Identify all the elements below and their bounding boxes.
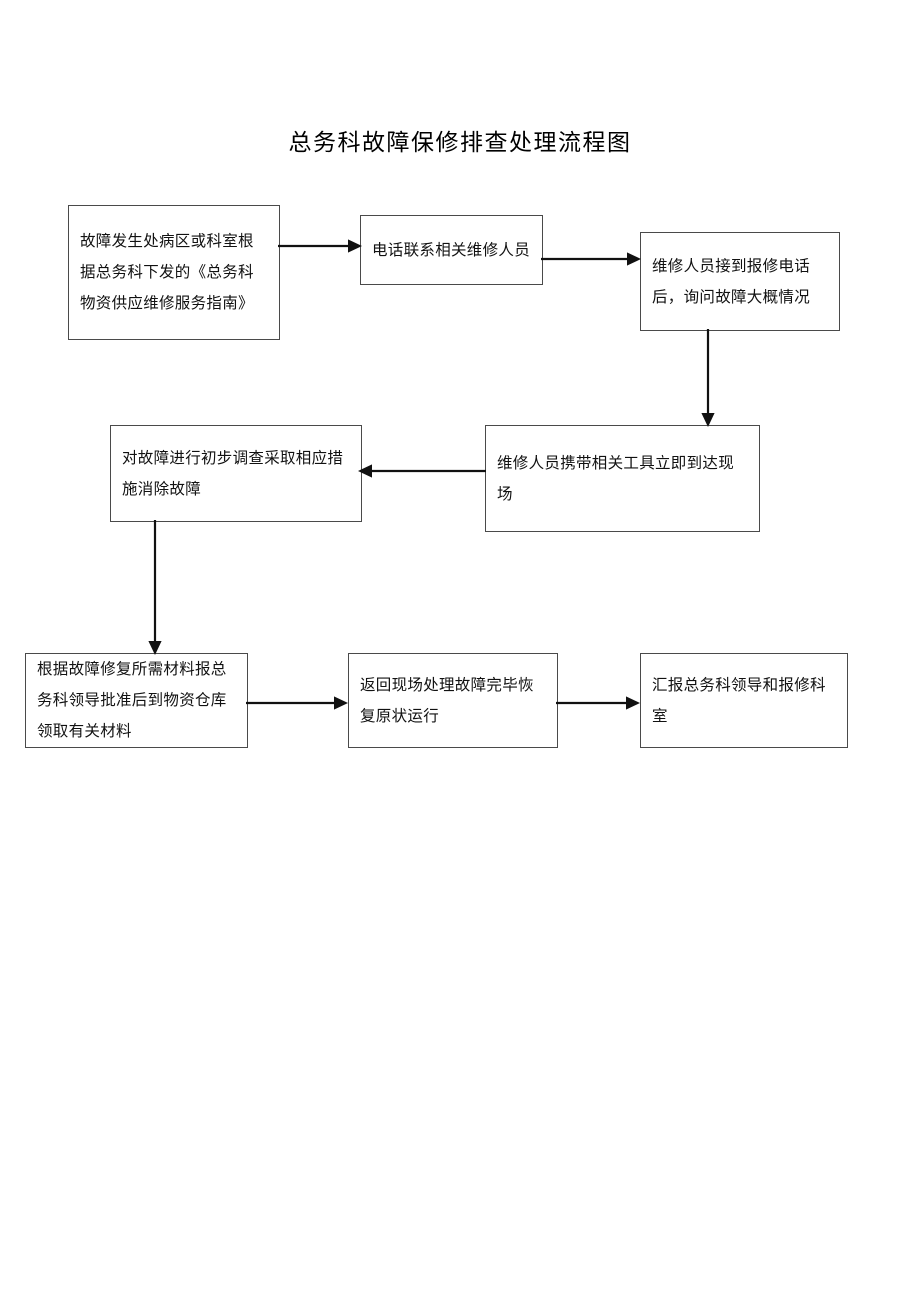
flow-node-label: 根据故障修复所需材料报总务科领导批准后到物资仓库领取有关材料 — [37, 660, 227, 740]
flow-node-label: 电话联系相关维修人员 — [372, 240, 531, 259]
flow-node-label: 维修人员携带相关工具立即到达现场 — [497, 453, 735, 503]
flow-node-label: 返回现场处理故障完毕恢复原状运行 — [360, 675, 534, 725]
flow-edge-n3-to-n4 — [695, 329, 721, 429]
page-title: 总务科故障保修排查处理流程图 — [288, 130, 632, 156]
flow-edge-n5-to-n6 — [142, 520, 168, 657]
flow-node-request-materials[interactable]: 根据故障修复所需材料报总务科领导批准后到物资仓库领取有关材料 — [25, 653, 248, 748]
flow-edge-n4-to-n5 — [358, 458, 488, 484]
flow-edge-n2-to-n3 — [541, 246, 643, 272]
flow-edge-n7-to-n8 — [556, 690, 642, 716]
flow-node-fault-report-source[interactable]: 故障发生处病区或科室根据总务科下发的《总务科物资供应维修服务指南》 — [68, 205, 280, 340]
flow-node-label: 对故障进行初步调查采取相应措施消除故障 — [122, 448, 344, 498]
flow-node-label: 维修人员接到报修电话后，询问故障大概情况 — [652, 256, 811, 306]
flow-edge-n6-to-n7 — [246, 690, 350, 716]
flow-edge-n1-to-n2 — [278, 233, 364, 259]
flow-node-return-and-finish-repair[interactable]: 返回现场处理故障完毕恢复原状运行 — [348, 653, 558, 748]
flow-node-preliminary-investigation[interactable]: 对故障进行初步调查采取相应措施消除故障 — [110, 425, 362, 522]
flow-node-repairman-receives-call[interactable]: 维修人员接到报修电话后，询问故障大概情况 — [640, 232, 840, 331]
flow-node-phone-contact-repairman[interactable]: 电话联系相关维修人员 — [360, 215, 543, 285]
flow-node-label: 故障发生处病区或科室根据总务科下发的《总务科物资供应维修服务指南》 — [80, 232, 254, 312]
flow-node-repairman-arrives-onsite[interactable]: 维修人员携带相关工具立即到达现场 — [485, 425, 760, 532]
flow-node-report-to-leaders[interactable]: 汇报总务科领导和报修科室 — [640, 653, 848, 748]
flow-node-label: 汇报总务科领导和报修科室 — [652, 675, 826, 725]
